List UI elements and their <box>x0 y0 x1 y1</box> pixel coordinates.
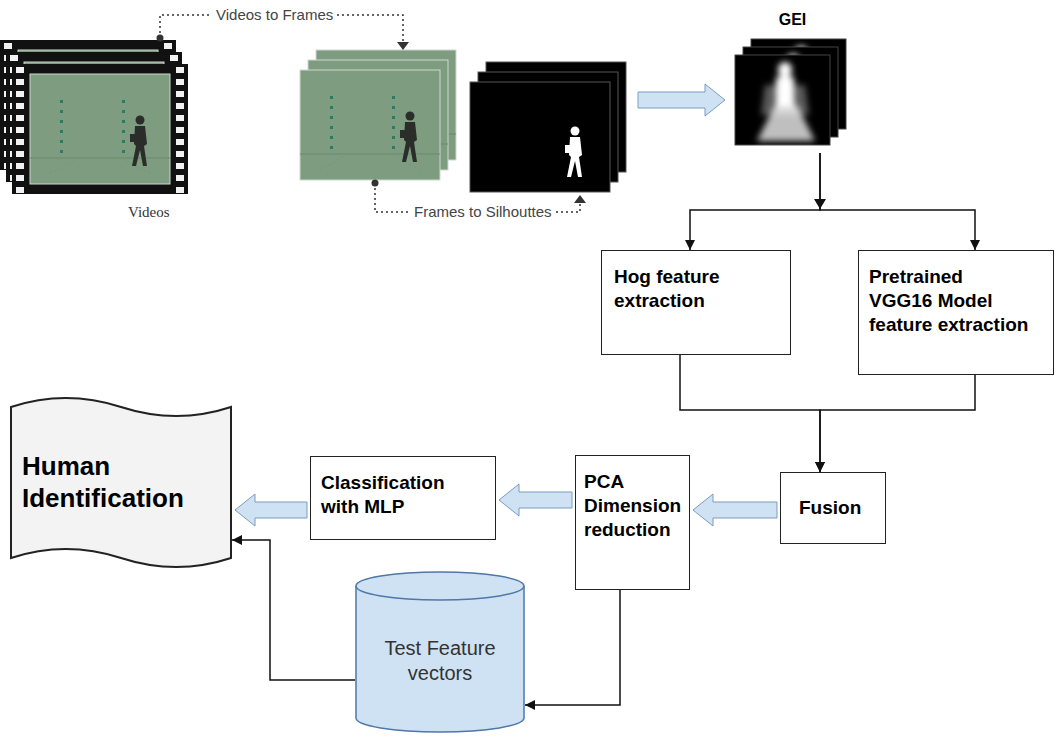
output-document: Human Identification <box>10 395 232 570</box>
process-box: Classification with MLP <box>310 456 496 540</box>
process-box: PCA Dimension reduction <box>575 455 690 590</box>
extracted-frames <box>300 50 456 180</box>
node-text: PCA Dimension reduction <box>584 470 681 541</box>
process-box: Pretrained VGG16 Model feature extractio… <box>858 250 1054 375</box>
process-box: Hog feature extraction <box>601 250 791 355</box>
node-text: Human Identification <box>22 451 220 513</box>
block-arrow <box>235 494 307 526</box>
block-arrow <box>499 484 572 516</box>
node-text: Classification with MLP <box>321 471 485 519</box>
database-cylinder: Test Feature vectors <box>355 572 525 732</box>
node-text: Hog feature extraction <box>614 265 778 313</box>
step-label: Frames to Silhouttes <box>410 203 556 221</box>
flow-arrow <box>525 590 620 705</box>
node-text: GEI <box>732 10 853 29</box>
flow-arrow <box>680 355 820 472</box>
node-text: Test Feature vectors <box>365 636 515 686</box>
caption-label: Videos <box>128 203 170 221</box>
flow-arrow <box>820 375 975 472</box>
flow-arrow <box>690 153 820 250</box>
flow-arrow <box>820 153 975 250</box>
step-label: Videos to Frames <box>212 6 337 24</box>
process-box: Fusion <box>780 472 886 544</box>
flow-arrow <box>232 540 355 680</box>
gei-images <box>735 39 846 145</box>
node-text: Fusion <box>799 496 873 520</box>
cylinder-rim <box>356 586 524 600</box>
block-arrow <box>693 494 777 526</box>
video-frames <box>0 40 188 194</box>
document-shape <box>11 398 231 567</box>
gei-figure: GEI <box>730 8 855 153</box>
node-text: Pretrained VGG16 Model feature extractio… <box>869 265 1043 336</box>
cylinder-body <box>356 572 524 732</box>
silhouette-frames <box>470 62 626 192</box>
block-arrow <box>638 84 725 116</box>
